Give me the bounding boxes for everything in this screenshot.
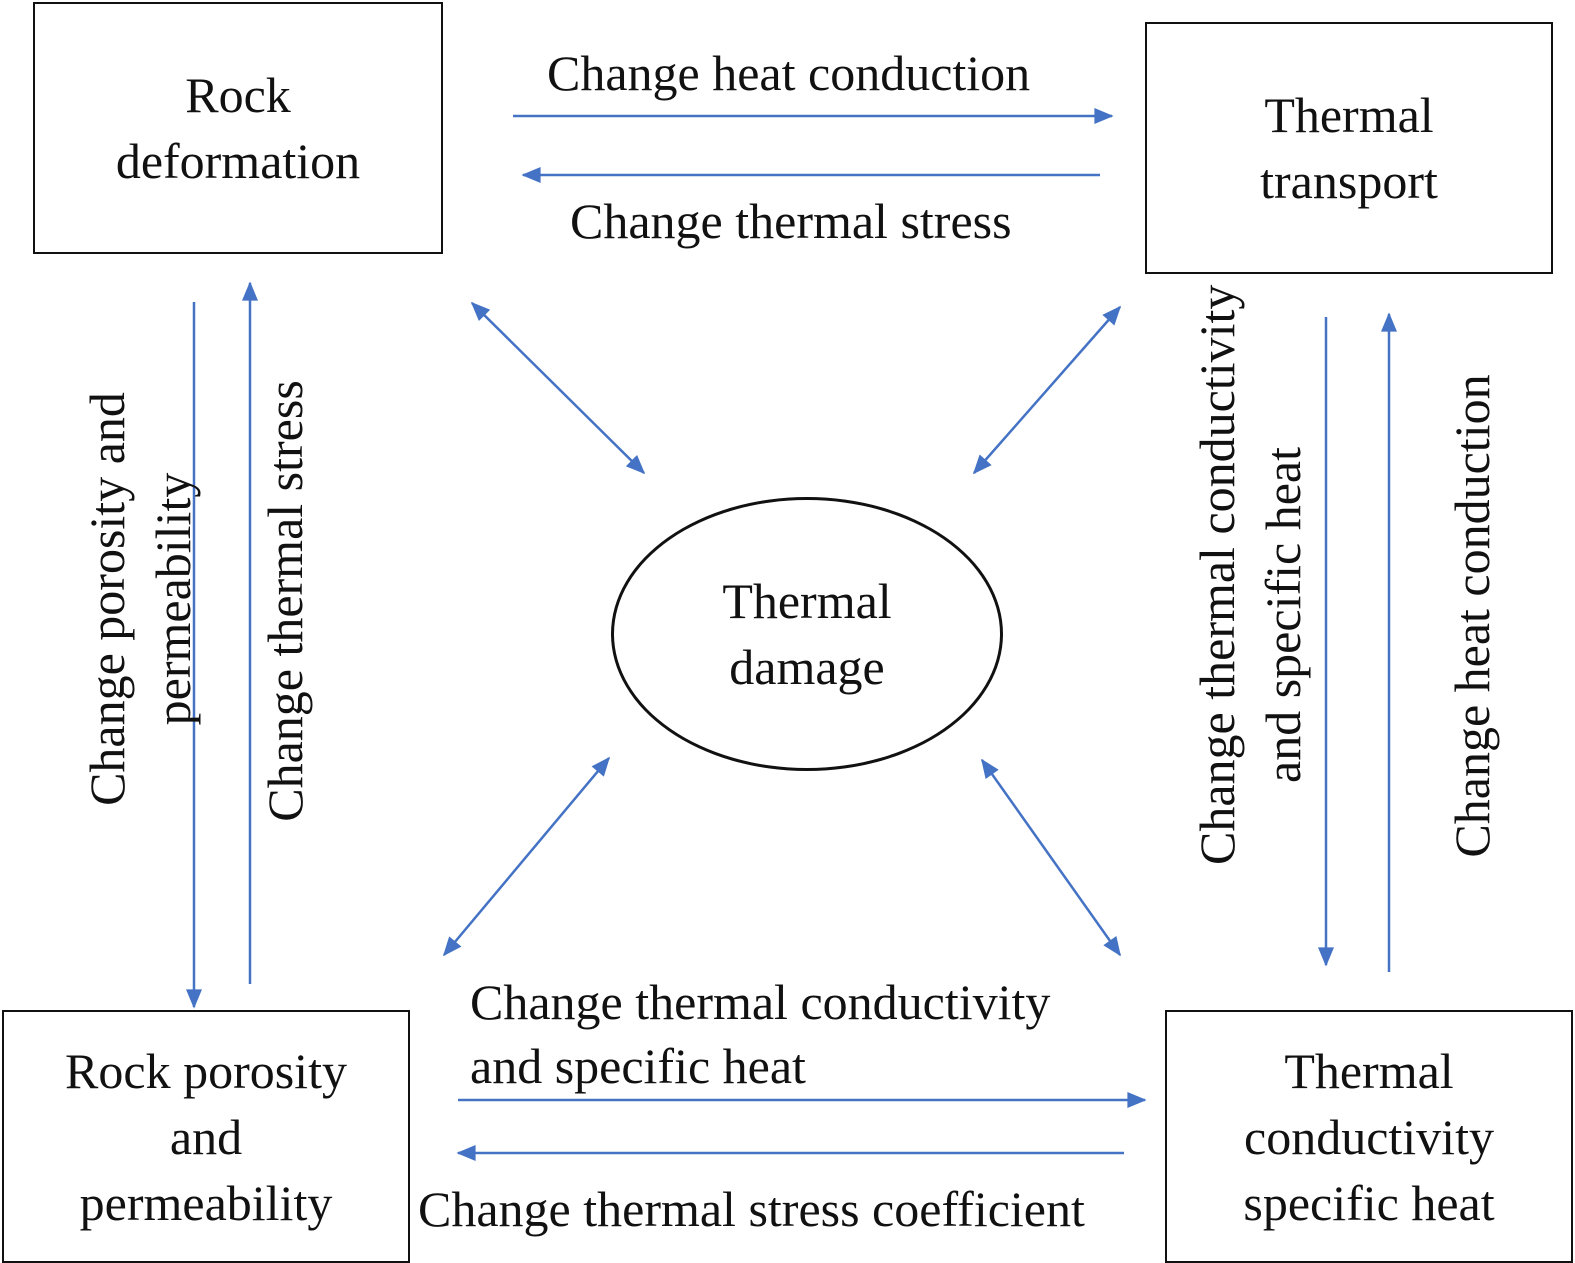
node-rock-porosity-line1: Rock porosity [65,1042,347,1099]
label-porosity-to-conductivity-line2: and specific heat [470,1038,806,1094]
node-thermal-damage-line2: damage [729,639,885,695]
label-transport-to-conductivity-line1: Change thermal conductivity [1189,284,1245,865]
arrow-damage-porosity [442,756,611,957]
label-porosity-to-conductivity-line1: Change thermal conductivity [470,974,1051,1030]
label-conductivity-to-transport: Change heat conduction [1444,374,1500,858]
node-thermal-conductivity-line3: specific heat [1243,1174,1495,1231]
arrow-damage-transport [972,305,1122,475]
label-deformation-to-porosity-line2: permeability [145,472,201,726]
node-thermal-conductivity-line1: Thermal [1284,1042,1454,1099]
label-porosity-to-conductivity: Change thermal conductivity and specific… [470,970,1050,1098]
arrow-damage-conductivity [980,758,1122,957]
arrow-damage-deformation [470,301,646,475]
node-thermal-transport: Thermal transport [1145,22,1553,274]
label-transport-to-conductivity: Change thermal conductivity and specific… [1184,284,1316,865]
node-thermal-transport-line1: Thermal [1264,87,1434,143]
label-deformation-to-porosity: Change porosity and permeability [74,359,206,839]
node-thermal-damage-line1: Thermal [722,573,892,629]
node-rock-deformation-line1: Rock [185,67,291,123]
node-rock-porosity-line2: and [169,1108,243,1165]
node-thermal-transport-line2: transport [1260,153,1438,209]
label-transport-to-deformation: Change thermal stress [570,193,1012,249]
node-rock-porosity: Rock porosity and permeability [2,1010,410,1263]
label-conductivity-to-porosity: Change thermal stress coefficient [418,1181,1085,1237]
node-thermal-conductivity-line2: conductivity [1244,1108,1494,1165]
label-deformation-to-porosity-line1: Change porosity and [79,392,135,806]
node-rock-deformation: Rock deformation [33,2,443,254]
label-transport-to-conductivity-line2: and specific heat [1255,447,1311,783]
node-rock-deformation-line2: deformation [115,133,361,189]
node-thermal-damage: Thermal damage [611,497,1003,771]
label-porosity-to-deformation: Change thermal stress [257,380,313,822]
node-thermal-conductivity: Thermal conductivity specific heat [1165,1010,1573,1263]
node-rock-porosity-line3: permeability [79,1174,333,1231]
label-deformation-to-transport: Change heat conduction [547,45,1031,101]
